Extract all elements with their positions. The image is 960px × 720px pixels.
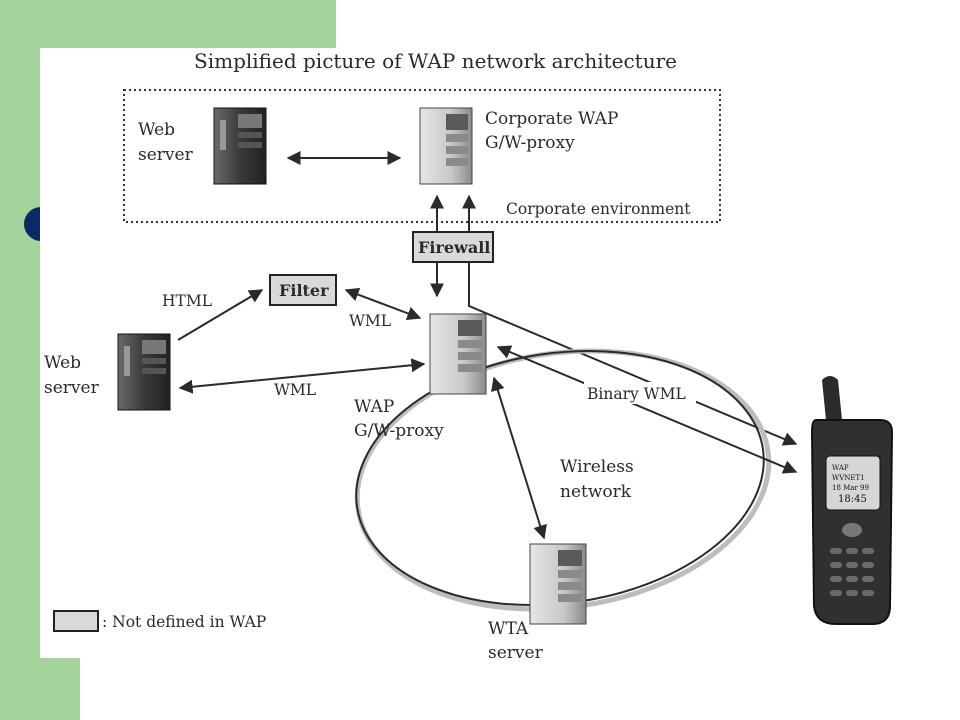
filter-wml-arrow [344, 287, 422, 321]
server-wml-arrow [178, 358, 426, 394]
server-tower-icon [117, 333, 171, 411]
green-panel-left [0, 48, 40, 720]
corporate-proxy-label-1: Corporate WAP [485, 109, 618, 129]
binary-wml-arrow [496, 345, 798, 474]
wireless-label-1: Wireless [560, 457, 634, 477]
web-server-label-1: Web [44, 353, 81, 373]
filter-box [269, 274, 337, 306]
server-tower-icon [529, 543, 587, 625]
html-label: HTML [162, 292, 212, 310]
corporate-web-server-label-1: Web [138, 120, 175, 140]
wta-arrow [491, 376, 547, 540]
server-wml-label: WML [274, 381, 316, 399]
filter-wml-label: WML [349, 312, 391, 330]
corporate-environment-box [123, 89, 721, 223]
corporate-environment-label: Corporate environment [506, 200, 691, 218]
server-tower-icon [419, 107, 473, 185]
server-tower-icon [213, 107, 267, 185]
binary-wml-label-bg [584, 382, 696, 404]
web-server-label-2: server [44, 378, 100, 398]
phone-screen-line-1: WAP [832, 464, 849, 472]
phone-screen-line-2: WVNET1 [832, 474, 865, 482]
corporate-web-server-label-2: server [138, 145, 194, 165]
phone-screen-line-3: 18 Mar 99 [832, 484, 869, 492]
legend-swatch [53, 610, 99, 632]
wap-proxy-label-2: G/W-proxy [354, 421, 444, 441]
corporate-proxy-label-2: G/W-proxy [485, 133, 575, 153]
firewall-label: Firewall [418, 238, 490, 257]
filter-label: Filter [279, 281, 329, 300]
wireless-label-2: network [560, 482, 632, 502]
wta-server-label-2: server [488, 643, 544, 663]
diagram-title: Simplified picture of WAP network archit… [194, 49, 677, 73]
wap-proxy-label-1: WAP [354, 397, 394, 417]
firewall-box [412, 231, 494, 263]
green-panel-top [0, 0, 336, 48]
html-arrow [177, 289, 264, 341]
binary-wml-label: Binary WML [587, 385, 686, 403]
mobile-phone-icon: WAP WVNET1 18 Mar 99 18:45 [810, 376, 894, 625]
phone-screen-line-4: 18:45 [838, 494, 867, 505]
legend-label: : Not defined in WAP [102, 613, 266, 631]
server-tower-icon [429, 313, 487, 395]
green-panel-bottom [0, 658, 80, 720]
wta-server-label-1: WTA [488, 619, 529, 639]
